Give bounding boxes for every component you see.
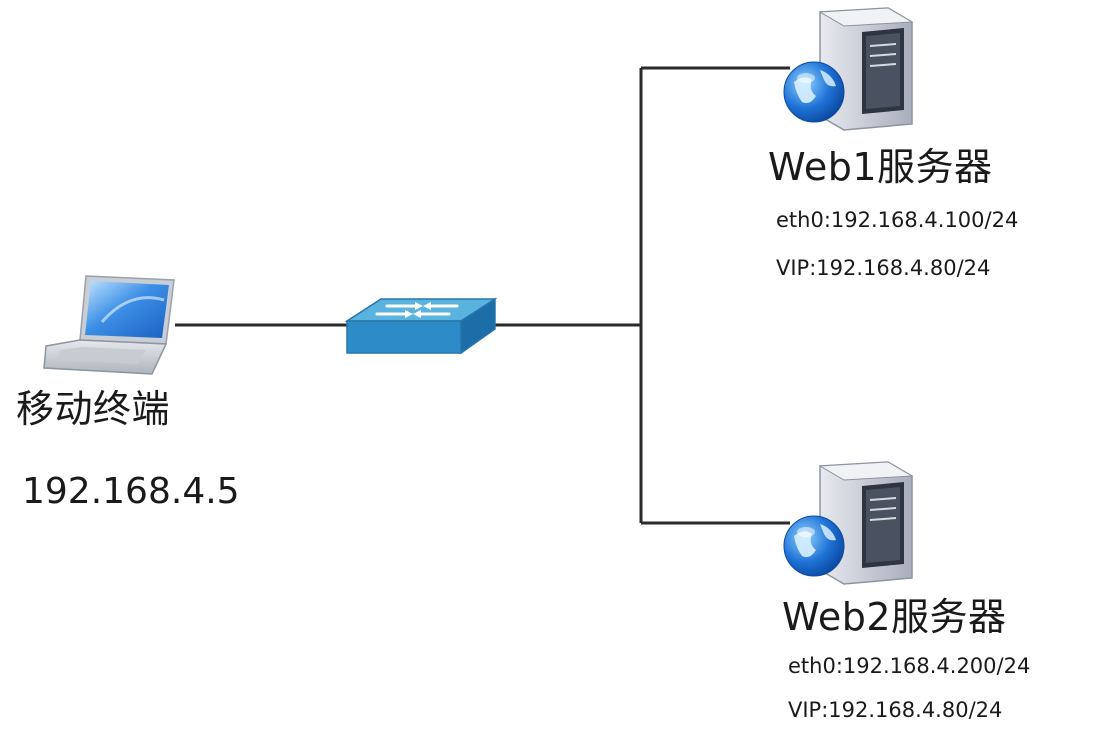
web2-vip: VIP:192.168.4.80/24	[788, 698, 1003, 722]
laptop-ip: 192.168.4.5	[22, 471, 240, 512]
switch-icon	[345, 297, 497, 355]
web1-label: Web1服务器	[768, 145, 993, 189]
globe-icon	[783, 61, 845, 123]
web2-label: Web2服务器	[782, 595, 1007, 639]
laptop-icon	[43, 275, 175, 375]
laptop-label: 移动终端	[16, 387, 171, 431]
server-icon	[783, 461, 914, 585]
server-icon	[783, 7, 914, 131]
web1-vip: VIP:192.168.4.80/24	[776, 256, 991, 280]
web2-eth0: eth0:192.168.4.200/24	[788, 654, 1031, 678]
web1-eth0: eth0:192.168.4.100/24	[776, 208, 1019, 232]
globe-icon	[783, 515, 845, 577]
